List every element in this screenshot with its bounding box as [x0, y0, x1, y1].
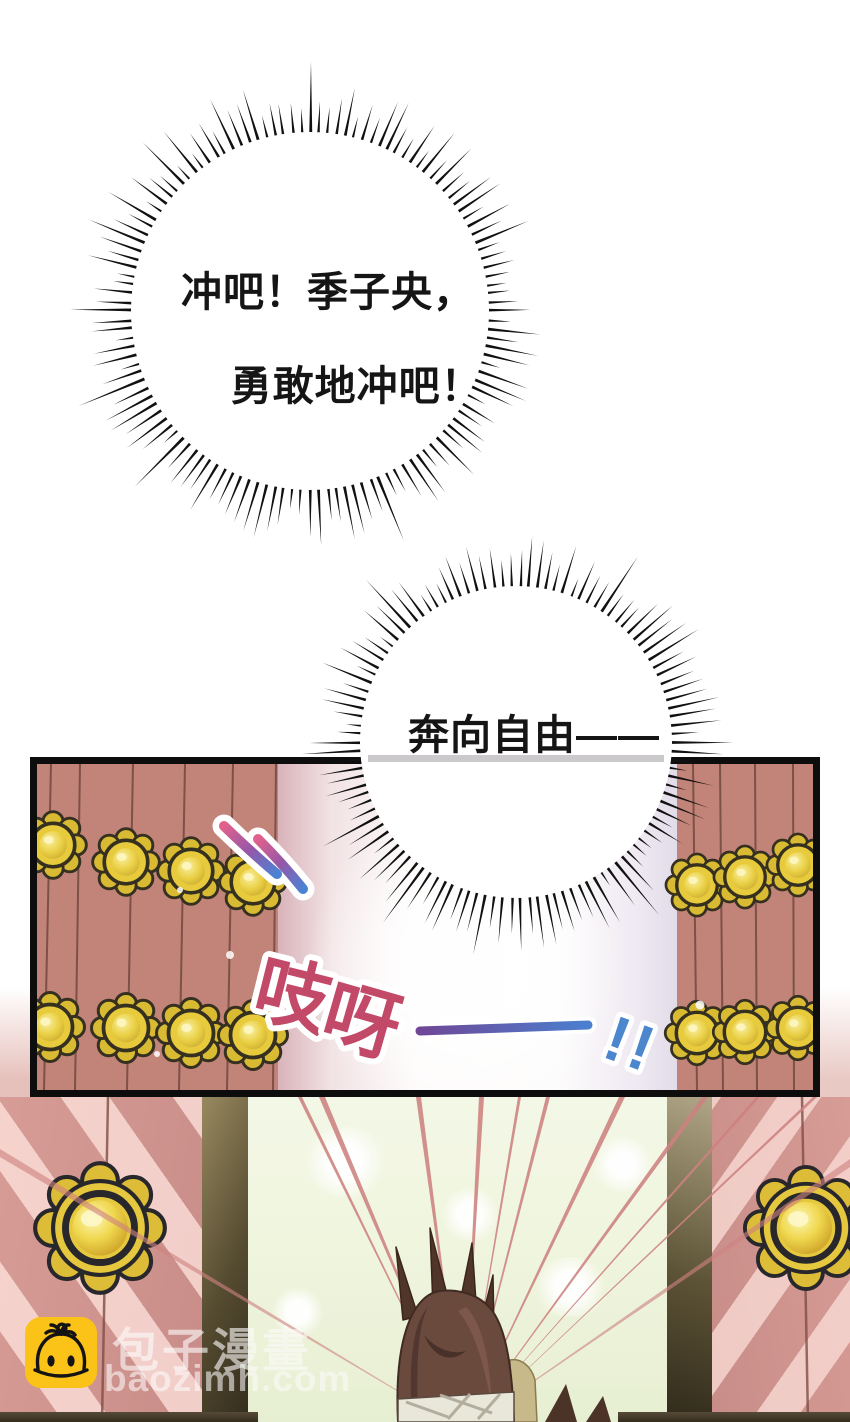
light-glow: [530, 1257, 610, 1317]
sparkle-dots: [154, 887, 705, 1057]
light-glow: [440, 1187, 500, 1242]
bubble2-line1: 奔向自由——: [408, 712, 660, 758]
bubble1-text: 冲吧！季子央， 勇敢地冲吧！: [181, 269, 483, 410]
character-head: [395, 1227, 611, 1422]
bubble1-line2: 勇敢地冲吧！: [230, 363, 483, 409]
bottom-scene-panel: [0, 1097, 850, 1422]
floor-shadow-right: [618, 1412, 850, 1422]
light-glow: [300, 1127, 390, 1197]
bubble1-line1: 冲吧！季子央，: [181, 269, 475, 315]
door-panel-art: [37, 764, 813, 1090]
left-edge-glow: [0, 987, 30, 1097]
bottom-door-studs: [0, 1097, 850, 1422]
door-panel: [30, 757, 820, 1097]
floor-shadow-left: [0, 1412, 258, 1422]
right-edge-glow: [820, 987, 850, 1097]
right-door-edge: [667, 1097, 712, 1422]
bubble2-text: 奔向自由——: [408, 712, 660, 759]
light-glow: [270, 1287, 325, 1337]
light-burst-rays: [0, 1097, 850, 1422]
left-door-edge: [202, 1097, 248, 1422]
